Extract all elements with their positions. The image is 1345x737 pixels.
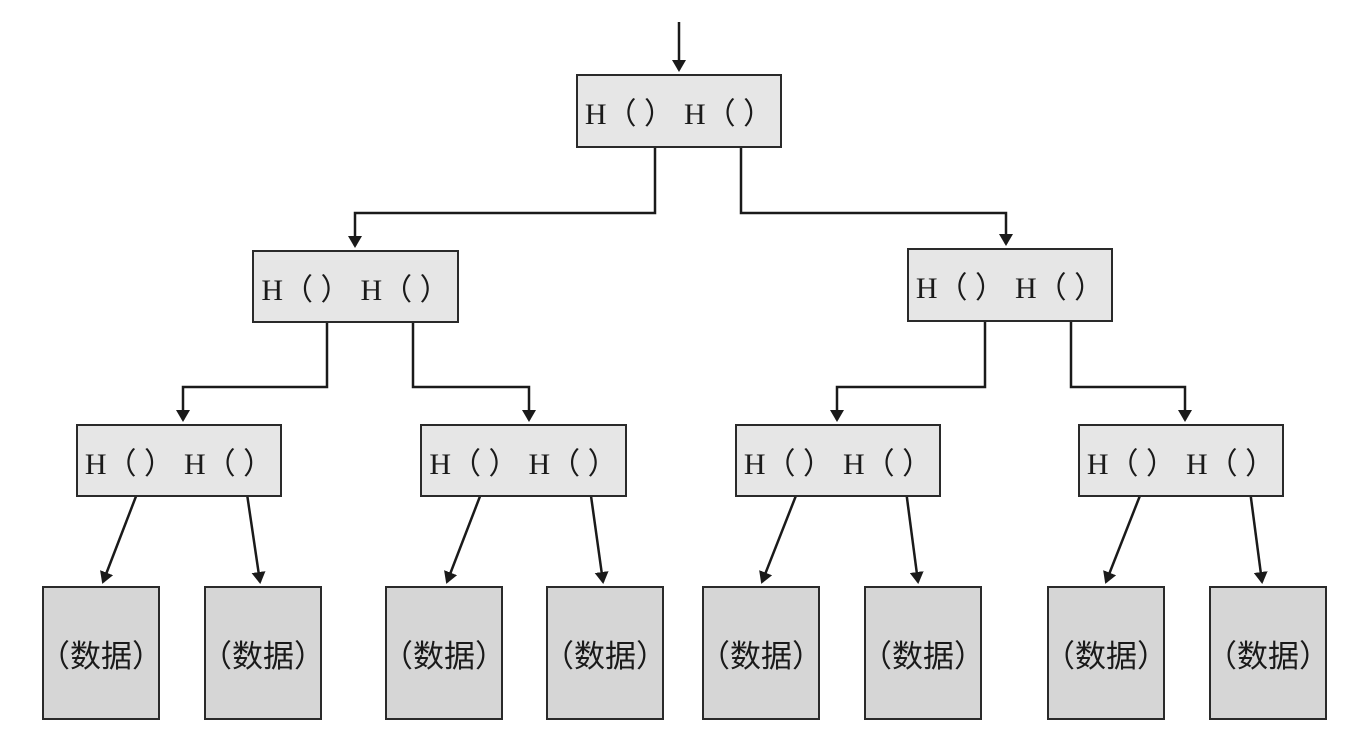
edge-root-L: [348, 114, 657, 248]
data-leaf: （数据）: [201, 586, 325, 720]
data-leaf: （数据）: [39, 586, 163, 720]
data-leaf-label: （数据）: [699, 638, 823, 674]
hash-label-right: H（ ）: [843, 447, 933, 481]
hash-label-right: H（ ）: [1015, 272, 1105, 305]
edge-L-LL: [176, 288, 329, 422]
data-leaf: （数据）: [1206, 586, 1330, 720]
data-leaf-label: （数据）: [861, 638, 985, 674]
data-leaf-label: （数据）: [543, 638, 667, 674]
hash-node-R: H（ ） H（ ）: [907, 248, 1113, 322]
hash-label-left: H（ ）: [84, 447, 174, 481]
data-leaf: （数据）: [861, 586, 985, 720]
hash-node-LL: H（ ） H（ ）: [76, 424, 282, 497]
hash-label-right: H（ ）: [1186, 447, 1276, 481]
data-leaf: （数据）: [382, 586, 506, 720]
data-leaf-label: （数据）: [1044, 638, 1168, 674]
data-leaf-label: （数据）: [1206, 638, 1330, 674]
edge-R-RL: [830, 286, 987, 422]
hash-node-LR: H（ ） H（ ）: [420, 424, 627, 497]
data-leaf-label: （数据）: [39, 638, 163, 674]
hash-label-left: H（ ）: [1086, 447, 1176, 481]
data-leaf-label: （数据）: [382, 638, 506, 674]
hash-label-right: H（ ）: [184, 447, 274, 481]
hash-label-right: H（ ）: [528, 447, 618, 481]
hash-label-left: H（ ）: [429, 447, 519, 481]
hash-node-RR: H（ ） H（ ）: [1078, 424, 1284, 497]
data-leaf: （数据）: [699, 586, 823, 720]
hash-label-right: H（ ）: [360, 273, 450, 307]
hash-node-root: H（ ） H（ ）: [576, 74, 782, 148]
edge-R-RR: [1069, 286, 1192, 422]
hash-label-left: H（ ）: [915, 272, 1005, 305]
data-leaf: （数据）: [543, 586, 667, 720]
hash-label-left: H（ ）: [261, 273, 351, 307]
data-leaf: （数据）: [1044, 586, 1168, 720]
edge-root-R: [739, 114, 1013, 246]
hash-node-L: H（ ） H（ ）: [252, 250, 459, 323]
hash-label-right: H（ ）: [684, 98, 774, 131]
hash-label-left: H（ ）: [584, 98, 674, 131]
edge-L-LR: [411, 288, 536, 422]
hash-label-left: H（ ）: [743, 447, 833, 481]
data-leaf-label: （数据）: [201, 638, 325, 674]
hash-node-RL: H（ ） H（ ）: [735, 424, 941, 497]
